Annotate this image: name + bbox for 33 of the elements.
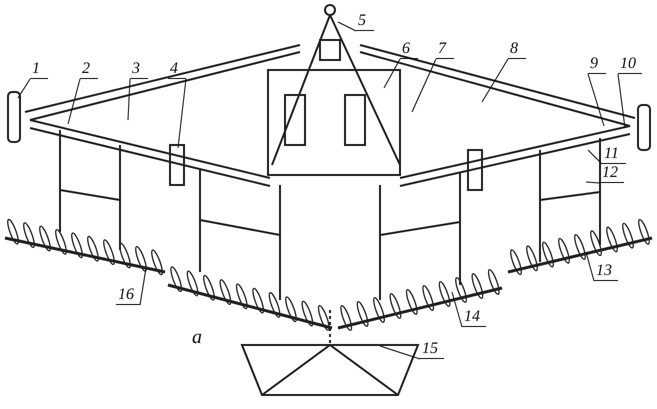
callout-number: 8 [508,40,526,59]
callout-number: 6 [400,40,418,59]
leader-line [140,268,146,306]
callout-number: 11 [602,145,626,164]
leader-line [18,78,30,98]
figure-label: а [192,326,202,349]
leader-line [618,74,626,128]
leader-line [586,182,600,184]
leader-line [338,22,356,32]
callout-number: 12 [600,164,624,183]
leader-line [384,58,400,88]
callout-number: 14 [462,308,486,327]
leader-line [412,58,436,112]
leader-line [588,74,604,126]
callout-number: 9 [588,55,606,74]
leader-line [588,150,602,164]
callout-number: 13 [594,262,618,281]
callout-number: 16 [116,286,140,305]
leader-line [68,78,80,124]
callout-number: 7 [436,40,454,59]
callout-number: 3 [130,60,148,79]
leader-line [452,292,462,328]
callout-number: 2 [80,60,98,79]
callout-number: 4 [168,60,186,79]
callout-number: 10 [618,55,642,74]
leader-line [586,252,594,282]
callout-number: 5 [356,12,374,31]
leader-line [482,58,508,102]
leader-line [380,346,420,360]
callout-number: 15 [420,340,444,359]
callout-number: 1 [30,60,48,79]
leader-line [178,78,186,148]
leader-line [128,78,130,120]
